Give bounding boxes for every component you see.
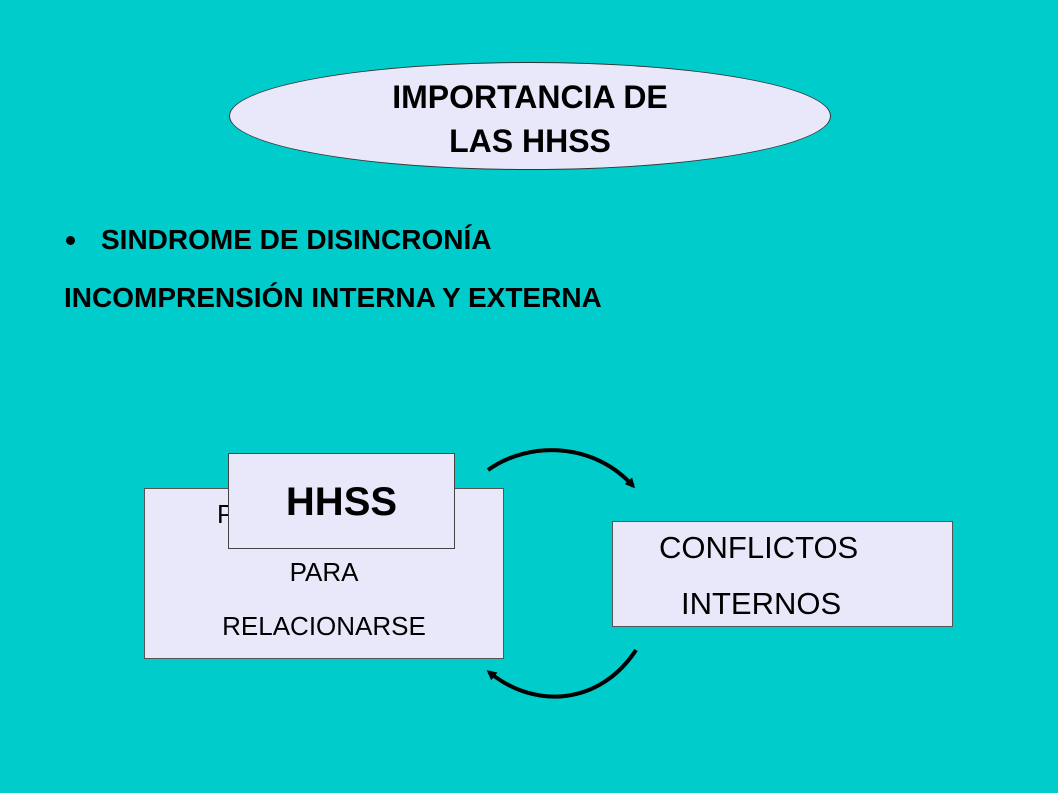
right-box: CONFLICTOS INTERNOS bbox=[612, 521, 953, 627]
page-title: IMPORTANCIA DE LAS HHSS bbox=[229, 75, 831, 163]
left-box-line-3: RELACIONARSE bbox=[222, 611, 426, 641]
subtitle-text: INCOMPRENSIÓN INTERNA Y EXTERNA bbox=[64, 282, 602, 313]
left-box-line-2: PARA bbox=[289, 557, 359, 587]
bullet-item: SINDROME DE DISINCRONÍA bbox=[62, 222, 491, 258]
title-line-2: LAS HHSS bbox=[449, 123, 611, 159]
hhss-box: HHSS bbox=[228, 453, 455, 549]
title-line-1: IMPORTANCIA DE bbox=[392, 79, 668, 115]
title-ellipse bbox=[229, 62, 831, 170]
top-arrow bbox=[486, 448, 635, 489]
bottom-arrow bbox=[486, 648, 638, 699]
bullet-dot-icon bbox=[66, 235, 75, 245]
right-box-line-1: CONFLICTOS bbox=[659, 530, 859, 565]
bullet-text: SINDROME DE DISINCRONÍA bbox=[101, 224, 492, 255]
right-box-line-2: INTERNOS bbox=[681, 586, 842, 621]
